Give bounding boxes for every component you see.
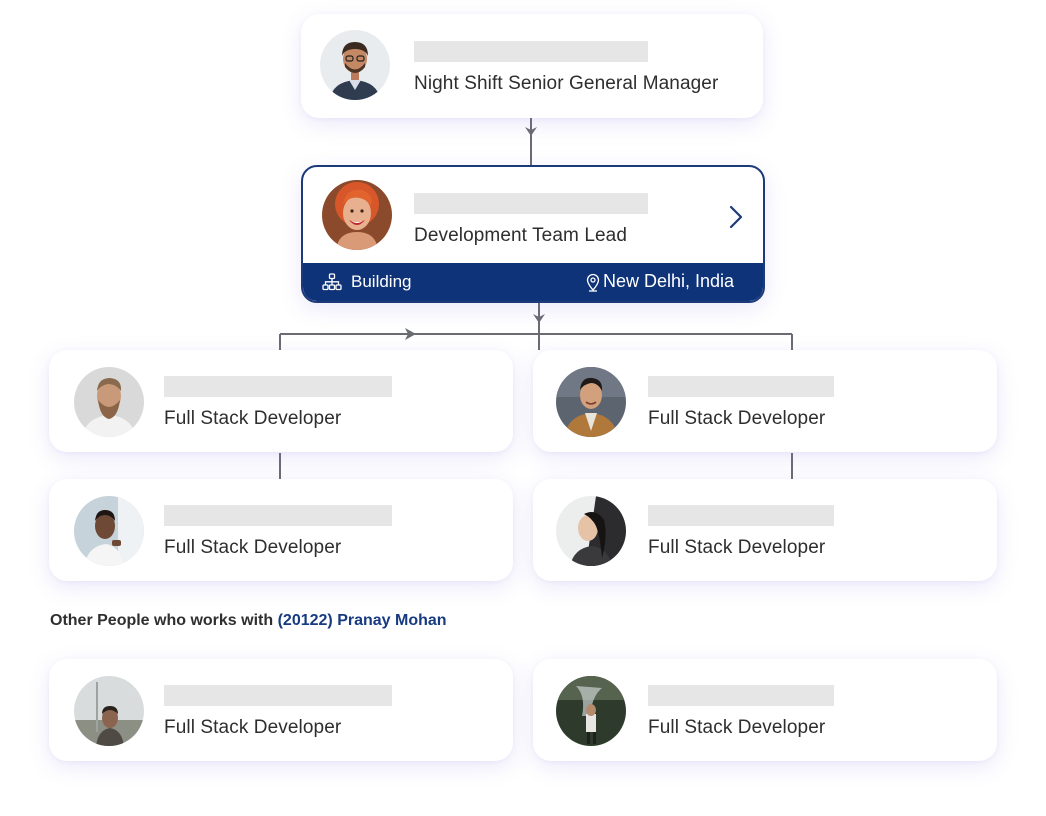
role-title: Full Stack Developer: [164, 537, 342, 558]
name-placeholder: [648, 685, 834, 706]
location-label: New Delhi, India: [603, 271, 735, 291]
colleague-avatar: [74, 676, 144, 746]
role-title: Development Team Lead: [414, 225, 627, 246]
map-pin-icon: [586, 273, 600, 292]
role-title: Full Stack Developer: [648, 408, 826, 429]
report-card[interactable]: Full Stack Developer: [533, 479, 997, 581]
role-title: Full Stack Developer: [164, 717, 342, 738]
chevron-right-icon[interactable]: [724, 203, 748, 231]
report-card[interactable]: Full Stack Developer: [49, 350, 513, 452]
name-placeholder: [648, 505, 834, 526]
report-avatar: [74, 496, 144, 566]
colleague-avatar: [556, 676, 626, 746]
department-label: Building: [351, 272, 412, 291]
colleague-link[interactable]: (20122) Pranay Mohan: [277, 612, 447, 629]
name-placeholder: [414, 193, 648, 214]
org-chart-icon: [322, 273, 342, 291]
colleague-card[interactable]: Full Stack Developer: [533, 659, 997, 761]
name-placeholder: [164, 376, 392, 397]
report-card[interactable]: Full Stack Developer: [49, 479, 513, 581]
role-title: Full Stack Developer: [648, 537, 826, 558]
name-placeholder: [164, 505, 392, 526]
lead-info-bar: Building New Delhi, India: [303, 263, 763, 301]
role-title: Full Stack Developer: [164, 408, 342, 429]
lead-avatar: [322, 180, 392, 250]
others-heading: Other People who works with (20122) Pran…: [50, 612, 447, 630]
name-placeholder: [648, 376, 834, 397]
report-avatar: [556, 367, 626, 437]
team-lead-card[interactable]: Development Team Lead Building New Delhi…: [301, 165, 765, 303]
name-placeholder: [164, 685, 392, 706]
manager-avatar: [320, 30, 390, 100]
report-avatar: [74, 367, 144, 437]
name-placeholder: [414, 41, 648, 62]
role-title: Night Shift Senior General Manager: [414, 73, 719, 94]
manager-card[interactable]: Night Shift Senior General Manager: [301, 14, 763, 118]
role-title: Full Stack Developer: [648, 717, 826, 738]
colleague-card[interactable]: Full Stack Developer: [49, 659, 513, 761]
report-avatar: [556, 496, 626, 566]
others-heading-prefix: Other People who works with: [50, 612, 274, 629]
report-card[interactable]: Full Stack Developer: [533, 350, 997, 452]
